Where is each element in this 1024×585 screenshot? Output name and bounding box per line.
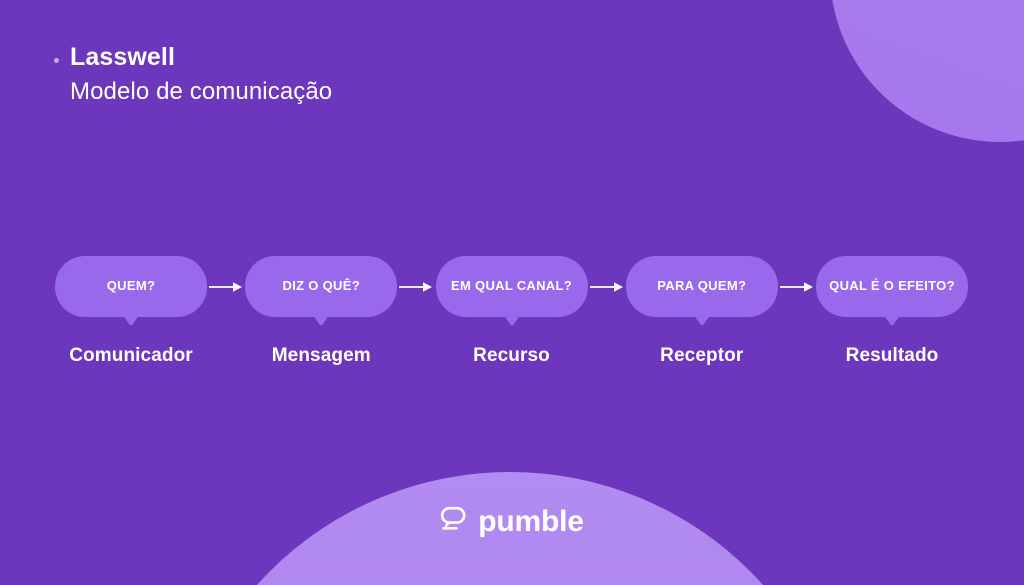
question-bubble-label-4: PARA QUEM? xyxy=(657,278,747,294)
title-row: Lasswell xyxy=(54,43,332,72)
bubble-tail-icon-3 xyxy=(502,314,521,326)
flow-step-label-1: Comunicador xyxy=(69,345,193,366)
question-bubble-label-3: EM QUAL CANAL? xyxy=(451,278,572,294)
pumble-wordmark: pumble xyxy=(478,504,584,538)
question-bubble-3[interactable]: EM QUAL CANAL? xyxy=(435,256,588,317)
bubble-wrap-5: QUAL É O EFEITO? xyxy=(816,256,968,326)
flow-step-2: DIZ O QUÊ? Mensagem xyxy=(245,256,398,367)
decorative-circle-top-right xyxy=(830,0,1024,142)
question-bubble-label-5: QUAL É O EFEITO? xyxy=(829,278,955,294)
question-bubble-label-1: QUEM? xyxy=(106,278,156,294)
bubble-wrap-3: EM QUAL CANAL? xyxy=(435,256,588,326)
slide-header: Lasswell Modelo de comunicação xyxy=(54,43,333,106)
bubble-tail-icon-4 xyxy=(692,314,711,326)
arrow-right-icon-3 xyxy=(588,256,626,317)
flow-step-4: PARA QUEM? Receptor xyxy=(625,256,778,367)
flow-step-label-2: Mensagem xyxy=(271,345,371,366)
pumble-logo: pumble xyxy=(0,505,1024,538)
question-bubble-2[interactable]: DIZ O QUÊ? xyxy=(245,256,398,317)
flow-step-label-5: Resultado xyxy=(845,345,939,366)
bubble-wrap-2: DIZ O QUÊ? xyxy=(245,256,398,326)
flow-step-1: QUEM? Comunicador xyxy=(55,256,207,367)
flow-step-label-4: Receptor xyxy=(660,345,744,366)
arrow-right-icon-2 xyxy=(397,256,435,317)
bubble-tail-icon-5 xyxy=(883,314,901,326)
page-title: Lasswell xyxy=(70,43,176,71)
question-bubble-4[interactable]: PARA QUEM? xyxy=(625,256,778,317)
dot-icon xyxy=(54,58,59,63)
question-bubble-1[interactable]: QUEM? xyxy=(55,256,207,317)
speech-bubble-icon xyxy=(440,505,467,538)
question-bubble-label-2: DIZ O QUÊ? xyxy=(282,278,360,294)
arrow-right-icon-4 xyxy=(778,256,816,317)
question-bubble-5[interactable]: QUAL É O EFEITO? xyxy=(816,256,968,317)
lasswell-flow-diagram: QUEM? Comunicador DIZ O QUÊ? Mensagem xyxy=(55,256,968,367)
arrow-right-icon-1 xyxy=(207,256,245,317)
bubble-tail-icon-1 xyxy=(122,314,140,326)
bubble-wrap-1: QUEM? xyxy=(55,256,207,326)
bubble-tail-icon-2 xyxy=(312,314,331,326)
bubble-wrap-4: PARA QUEM? xyxy=(625,256,778,326)
flow-step-label-3: Recurso xyxy=(473,345,550,366)
flow-step-5: QUAL É O EFEITO? Resultado xyxy=(816,256,968,367)
flow-step-3: EM QUAL CANAL? Recurso xyxy=(435,256,588,367)
page-subtitle: Modelo de comunicação xyxy=(70,77,333,105)
